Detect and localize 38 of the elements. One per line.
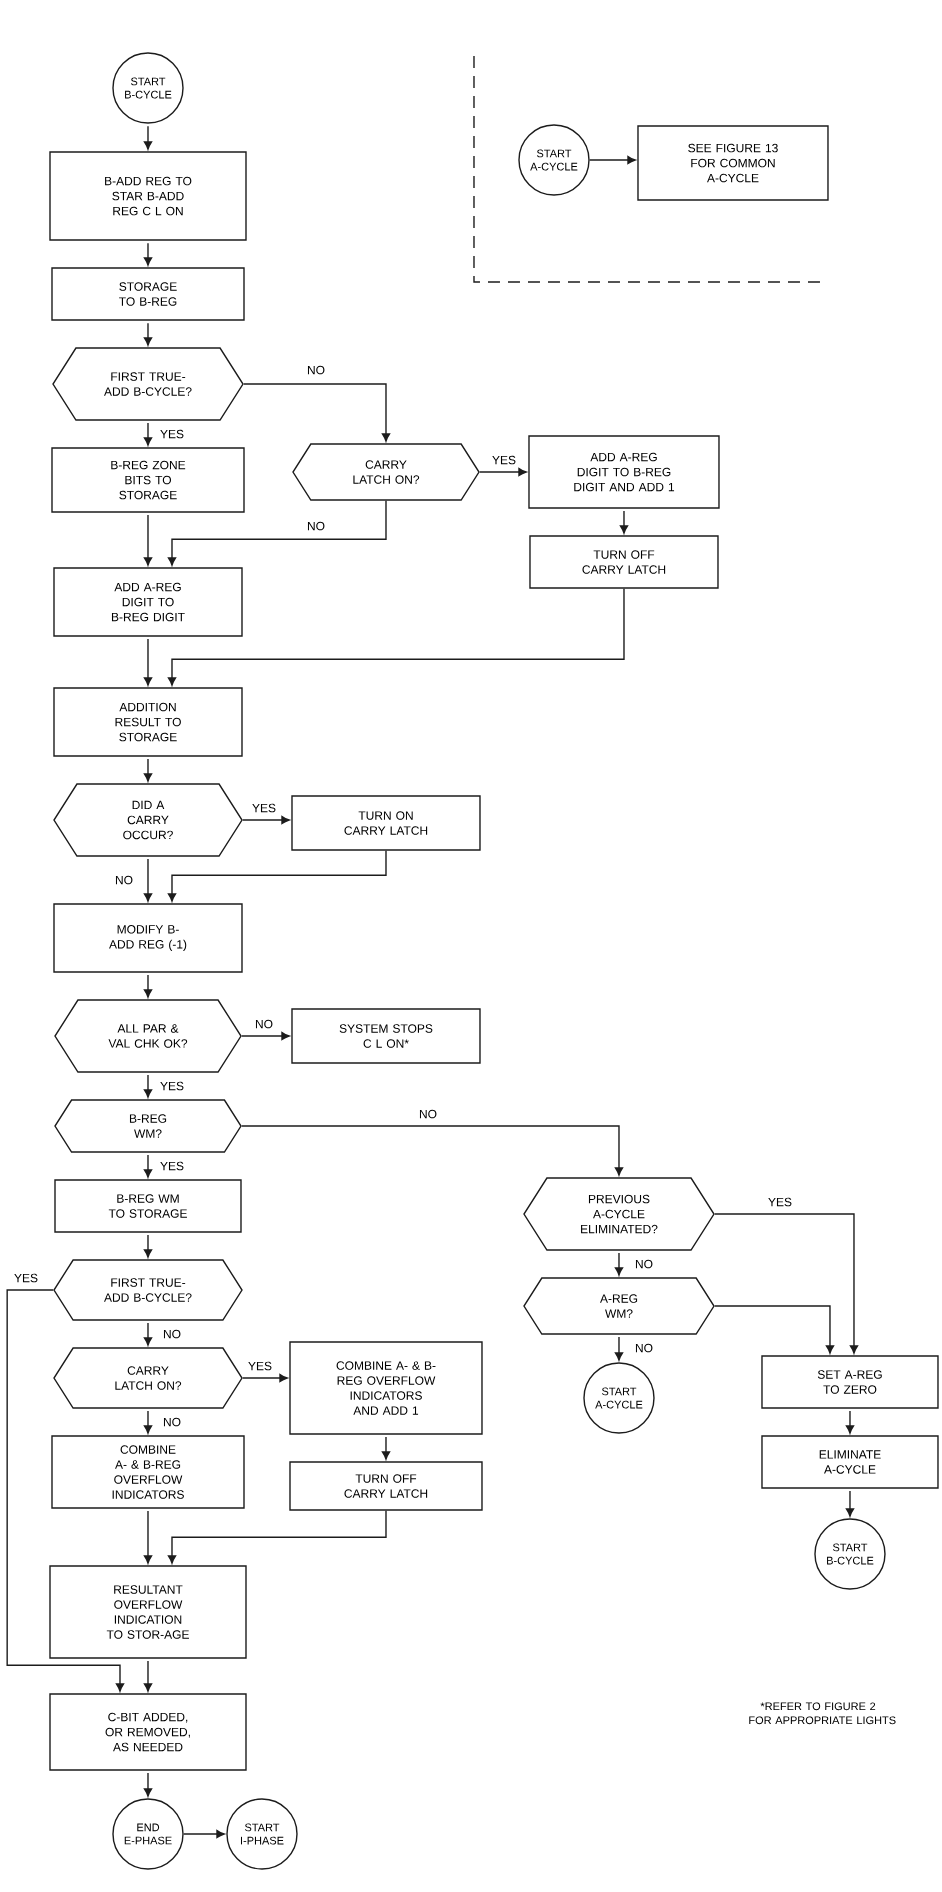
arrow xyxy=(714,1305,835,1354)
arrow xyxy=(845,1410,855,1434)
arrow xyxy=(381,1436,391,1460)
arrow xyxy=(183,1829,225,1839)
arrow xyxy=(143,638,153,686)
arrow xyxy=(143,1660,153,1692)
arrow xyxy=(167,850,387,902)
arrow xyxy=(241,1031,290,1041)
arrow xyxy=(242,815,290,825)
arrow xyxy=(243,383,391,442)
arrow xyxy=(143,242,153,266)
arrow xyxy=(242,1373,288,1383)
arrow xyxy=(143,1510,153,1564)
arrow xyxy=(479,467,527,477)
arrow xyxy=(589,155,636,165)
arrow xyxy=(143,1234,153,1258)
arrow xyxy=(167,500,387,566)
arrow xyxy=(167,588,625,686)
arrow xyxy=(143,974,153,998)
arrow xyxy=(143,758,153,782)
arrow xyxy=(143,1410,153,1434)
arrow xyxy=(714,1213,859,1354)
arrow xyxy=(143,1074,153,1098)
arrow xyxy=(241,1125,624,1176)
arrow xyxy=(614,1252,624,1276)
arrow xyxy=(143,322,153,346)
arrow xyxy=(167,1510,387,1564)
arrow xyxy=(6,1289,125,1692)
arrow xyxy=(143,125,153,150)
arrow xyxy=(619,510,629,534)
arrow xyxy=(143,1772,153,1797)
arrow xyxy=(143,1322,153,1346)
arrow xyxy=(143,1154,153,1178)
arrow xyxy=(143,514,153,566)
arrow xyxy=(614,1336,624,1361)
arrow xyxy=(143,422,153,446)
arrow xyxy=(143,858,153,902)
arrow xyxy=(845,1490,855,1517)
